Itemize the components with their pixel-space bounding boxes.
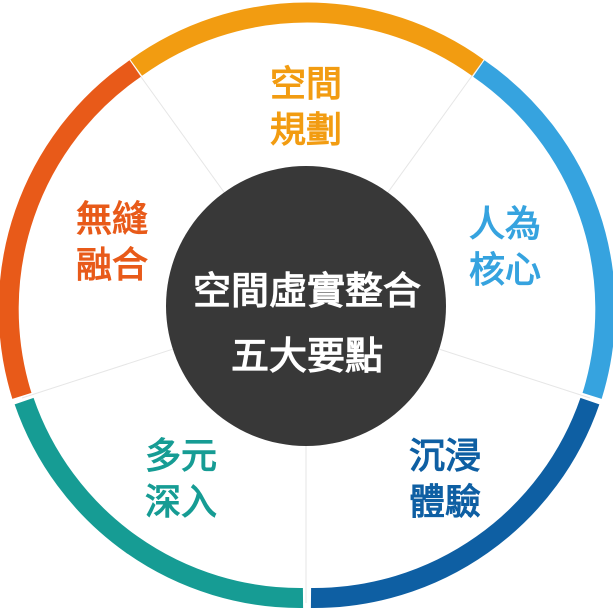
center-disc [166, 166, 446, 446]
segment-label-line1: 無縫 [76, 199, 148, 240]
segment-label-diverse-inclusion: 多元 深入 [145, 436, 217, 523]
ring-arc-immersive-experience [310, 397, 600, 609]
segment-label-seamless-fusion: 無縫 融合 [76, 199, 148, 286]
segment-label-line2: 核心 [469, 250, 541, 291]
segment-label-line2: 規劃 [270, 110, 342, 151]
segment-label-line2: 融合 [76, 245, 148, 286]
segment-label-line1: 空間 [270, 64, 342, 105]
segment-label-line2: 體驗 [409, 481, 481, 523]
segment-label-line2: 深入 [145, 482, 217, 523]
segment-label-line1: 多元 [145, 436, 217, 477]
segment-label-human-centered: 人為 核心 [469, 204, 541, 291]
center-title-line2: 五大要點 [231, 334, 383, 378]
segment-label-line1: 人為 [469, 204, 541, 245]
center-title-line1: 空間虛實整合 [193, 269, 421, 313]
segment-label-line1: 沉浸 [409, 436, 481, 477]
ring-arc-diverse-inclusion [14, 397, 304, 609]
ring-arc-seamless-fusion [0, 60, 141, 399]
ring-arc-spatial-planning [130, 2, 484, 76]
segment-label-immersive-experience: 沉浸 體驗 [409, 436, 481, 523]
segment-label-spatial-planning: 空間 規劃 [270, 64, 342, 151]
ring-arc-human-centered [473, 60, 613, 399]
